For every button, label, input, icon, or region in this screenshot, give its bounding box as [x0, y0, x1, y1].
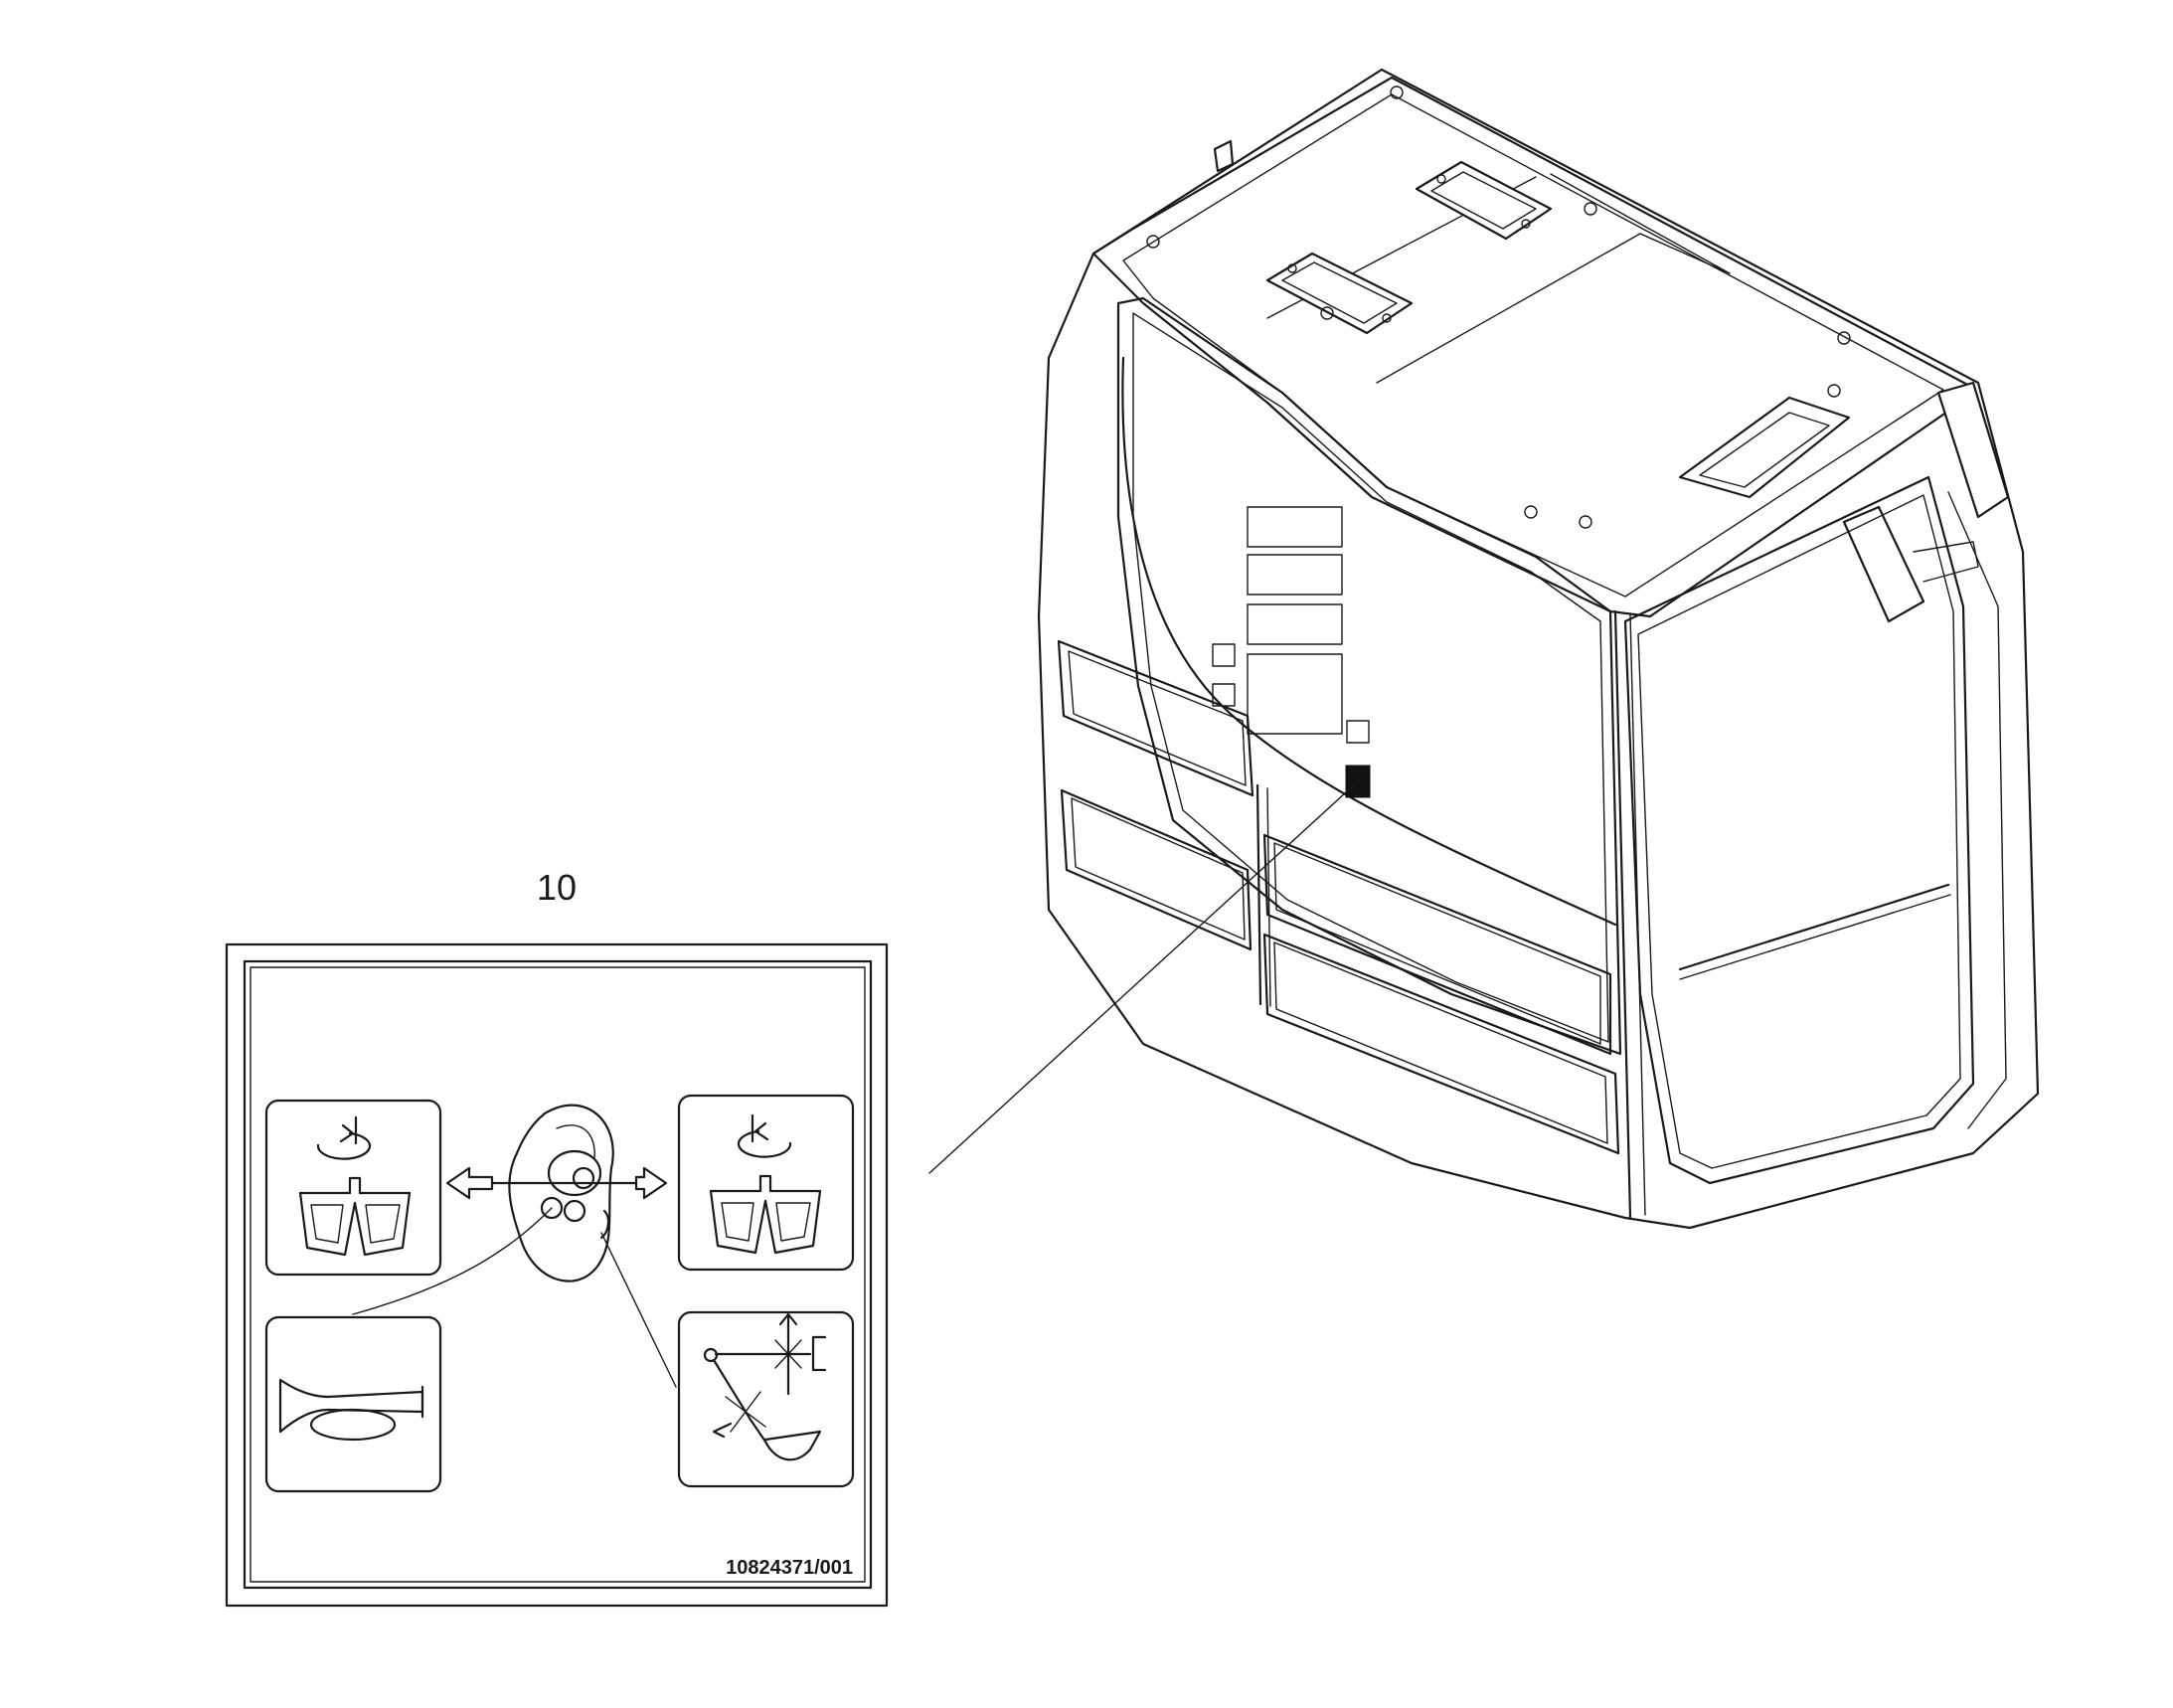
horn-button-leader: [352, 1207, 553, 1315]
side-panel: [1116, 296, 1622, 1056]
direction-arrow-icon: [445, 1166, 668, 1200]
mirror-bracket: [1842, 381, 2010, 623]
cab-outline: [1037, 68, 2040, 1230]
roof-hatch: [1265, 252, 1414, 335]
decal-outer-border: [225, 942, 889, 1608]
roof-seam: [1376, 233, 1641, 384]
roof-handle: [1678, 396, 1851, 499]
decal-inner-border: [243, 959, 873, 1590]
swing-right-icon: [677, 1094, 855, 1272]
lifting-lug: [1213, 139, 1235, 173]
roof-bolts: [1146, 85, 1851, 529]
decal-detail: 10824371/001: [225, 942, 889, 1608]
side-panel-sweep: [1121, 356, 1617, 927]
window-frame-edge: [1947, 491, 2007, 1129]
front-window-inner: [1637, 494, 1961, 1169]
roof-outline: [1091, 76, 1975, 618]
roof-seam: [1550, 173, 1731, 274]
decal-inner-border: [250, 966, 866, 1583]
horn-icon: [264, 1315, 442, 1493]
attachment-control-icon: [677, 1310, 855, 1488]
joystick-icon: [508, 1104, 614, 1282]
front-pillar: [1613, 609, 1632, 1220]
decal-part-number: 10824371/001: [726, 1557, 853, 1579]
attachment-button-leader: [600, 1232, 677, 1388]
leader-line: [928, 780, 1359, 1174]
callout-number: 10: [537, 867, 577, 908]
roof-hatch: [1415, 160, 1553, 241]
swing-left-icon: [264, 1099, 442, 1277]
window-divider: [1678, 883, 1950, 971]
lower-panels: [1057, 639, 1620, 1155]
side-panel-inner: [1132, 312, 1609, 1043]
window-divider: [1679, 894, 1951, 980]
decal-locations: [1212, 506, 1371, 798]
operator-cab: [1037, 68, 2040, 1230]
front-window: [1623, 475, 1975, 1185]
